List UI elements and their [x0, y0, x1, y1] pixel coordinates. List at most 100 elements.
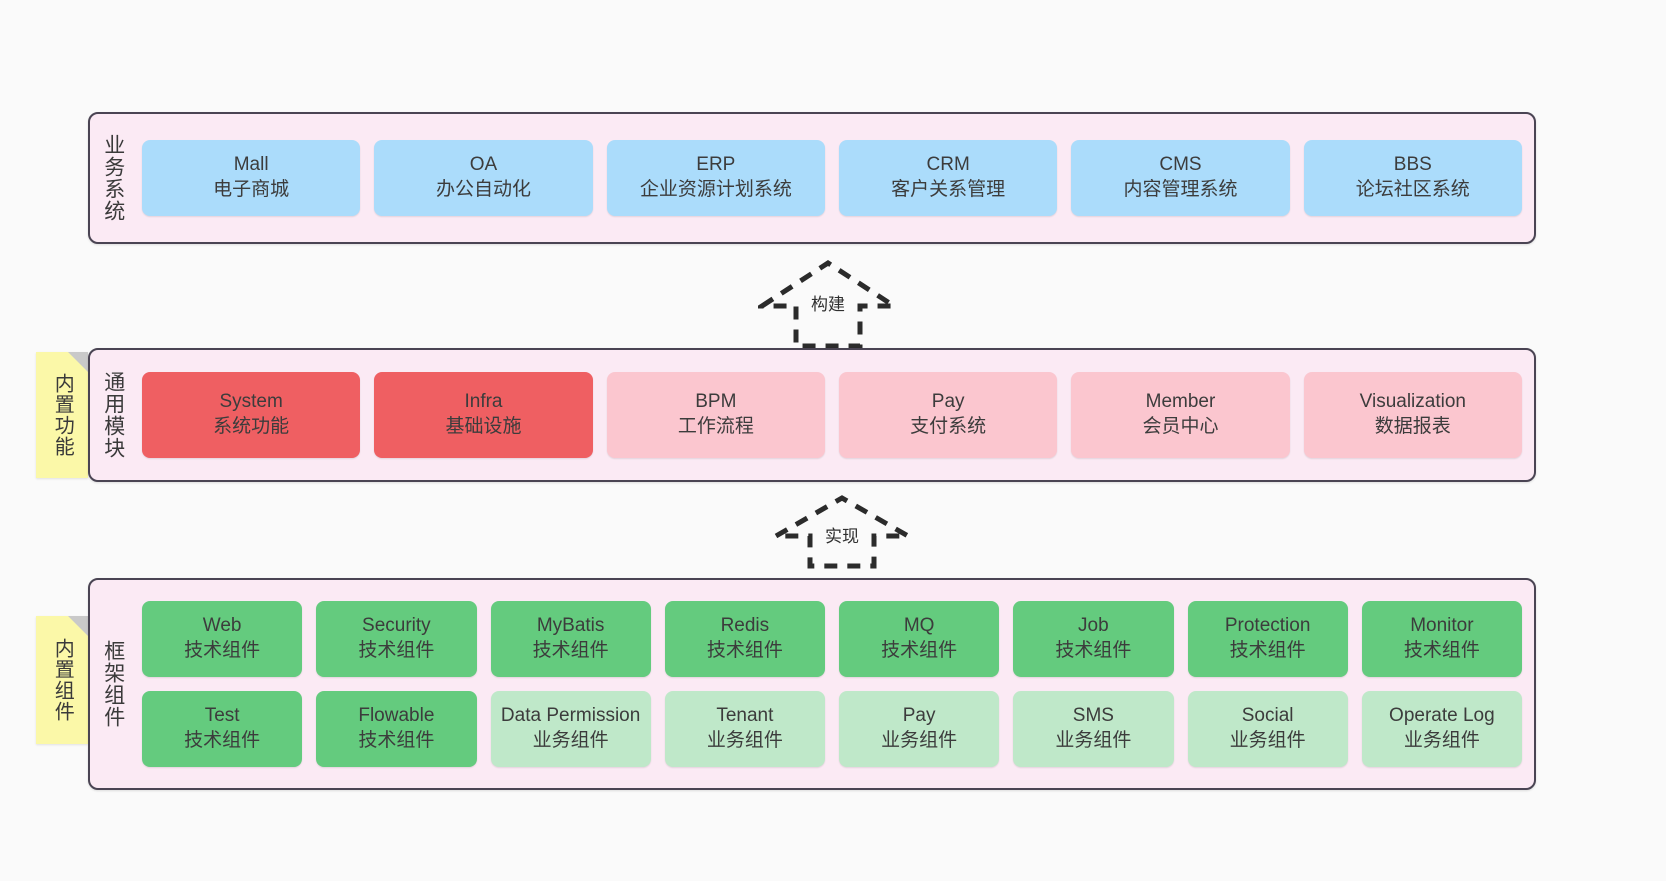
- card-subtitle: 电子商城: [213, 179, 290, 200]
- card-title: Tenant: [716, 705, 774, 727]
- card-cms[interactable]: CMS 内容管理系统: [1071, 140, 1290, 216]
- card-title: ERP: [696, 154, 736, 176]
- card-title: Flowable: [358, 705, 435, 727]
- card-operate-log[interactable]: Operate Log 业务组件: [1361, 691, 1522, 767]
- card-subtitle: 基础设施: [445, 416, 522, 437]
- card-title: Operate Log: [1389, 705, 1495, 727]
- card-title: Pay: [902, 705, 936, 727]
- card-oa[interactable]: OA 办公自动化: [374, 140, 593, 216]
- card-member[interactable]: Member 会员中心: [1071, 372, 1290, 458]
- card-subtitle: 技术组件: [1229, 640, 1306, 661]
- card-title: BPM: [695, 391, 737, 413]
- band-label-business-system: 业务系统: [101, 134, 125, 222]
- card-subtitle: 会员中心: [1142, 416, 1219, 437]
- card-subtitle: 技术组件: [358, 730, 435, 751]
- card-protection[interactable]: Protection 技术组件: [1187, 601, 1348, 677]
- framework-row-business: Test 技术组件 Flowable 技术组件 Data Permission …: [142, 691, 1522, 767]
- card-subtitle: 业务组件: [1229, 730, 1306, 751]
- card-flowable[interactable]: Flowable 技术组件: [316, 691, 477, 767]
- card-bpm[interactable]: BPM 工作流程: [606, 372, 825, 458]
- card-bbs[interactable]: BBS 论坛社区系统: [1303, 140, 1522, 216]
- card-title: Pay: [931, 391, 965, 413]
- card-data-permission[interactable]: Data Permission 业务组件: [490, 691, 651, 767]
- card-title: MyBatis: [536, 615, 605, 637]
- card-subtitle: 客户关系管理: [891, 179, 1006, 200]
- card-title: Social: [1241, 705, 1294, 727]
- card-title: Protection: [1224, 615, 1311, 637]
- card-subtitle: 业务组件: [1055, 730, 1132, 751]
- card-subtitle: 办公自动化: [435, 179, 531, 200]
- card-title: Member: [1145, 391, 1216, 413]
- implement-arrow-icon: [766, 495, 918, 569]
- card-social[interactable]: Social 业务组件: [1187, 691, 1348, 767]
- card-subtitle: 业务组件: [532, 730, 609, 751]
- card-subtitle: 技术组件: [881, 640, 958, 661]
- card-mq[interactable]: MQ 技术组件: [839, 601, 1000, 677]
- card-subtitle: 技术组件: [1055, 640, 1132, 661]
- card-mybatis[interactable]: MyBatis 技术组件: [490, 601, 651, 677]
- card-subtitle: 业务组件: [706, 730, 783, 751]
- card-subtitle: 支付系统: [910, 416, 987, 437]
- card-job[interactable]: Job 技术组件: [1013, 601, 1174, 677]
- card-title: BBS: [1393, 154, 1432, 176]
- card-title: Monitor: [1410, 615, 1474, 637]
- sticky-note-builtin-components[interactable]: 内置组件: [36, 616, 88, 744]
- card-subtitle: 技术组件: [184, 730, 261, 751]
- card-redis[interactable]: Redis 技术组件: [664, 601, 825, 677]
- card-title: System: [219, 391, 283, 413]
- build-arrow-icon: [753, 260, 903, 349]
- card-pay-component[interactable]: Pay 业务组件: [839, 691, 1000, 767]
- card-title: Visualization: [1359, 391, 1466, 413]
- band-label-framework-component: 框架组件: [101, 640, 125, 728]
- card-subtitle: 业务组件: [1403, 730, 1480, 751]
- card-title: Job: [1078, 615, 1109, 637]
- card-visualization[interactable]: Visualization 数据报表: [1303, 372, 1522, 458]
- card-subtitle: 内容管理系统: [1123, 179, 1238, 200]
- card-title: Data Permission: [500, 705, 641, 727]
- band-items-framework-component: Web 技术组件 Security 技术组件 MyBatis 技术组件 Redi…: [136, 580, 1534, 788]
- card-tenant[interactable]: Tenant 业务组件: [664, 691, 825, 767]
- card-system[interactable]: System 系统功能: [142, 372, 361, 458]
- card-subtitle: 系统功能: [213, 416, 290, 437]
- card-subtitle: 技术组件: [358, 640, 435, 661]
- card-title: SMS: [1072, 705, 1114, 727]
- card-title: CRM: [926, 154, 970, 176]
- band-items-common-module: System 系统功能 Infra 基础设施 BPM 工作流程 Pay 支付系统…: [136, 350, 1534, 480]
- band-common-module[interactable]: 通用模块 System 系统功能 Infra 基础设施 BPM 工作流程 Pay…: [88, 348, 1536, 482]
- card-crm[interactable]: CRM 客户关系管理: [838, 140, 1058, 216]
- connector-build-label: 构建: [811, 295, 845, 314]
- card-title: CMS: [1159, 154, 1202, 176]
- card-test[interactable]: Test 技术组件: [142, 691, 303, 767]
- card-subtitle: 业务组件: [881, 730, 958, 751]
- connector-build: 构建: [753, 258, 903, 350]
- band-business-system[interactable]: 业务系统 Mall 电子商城 OA 办公自动化 ERP 企业资源计划系统 CRM…: [88, 112, 1536, 244]
- card-subtitle: 技术组件: [532, 640, 609, 661]
- band-label-common-module: 通用模块: [101, 371, 125, 459]
- sticky-note-label: 内置功能: [51, 373, 74, 457]
- connector-implement: 实现: [766, 494, 918, 570]
- card-title: Web: [202, 615, 242, 637]
- card-title: Redis: [720, 615, 770, 637]
- card-title: Infra: [464, 391, 503, 413]
- band-items-business-system: Mall 电子商城 OA 办公自动化 ERP 企业资源计划系统 CRM 客户关系…: [136, 114, 1534, 242]
- card-title: Security: [362, 615, 431, 637]
- card-subtitle: 企业资源计划系统: [639, 179, 792, 200]
- sticky-note-builtin-features[interactable]: 内置功能: [36, 352, 88, 478]
- card-title: Mall: [233, 154, 269, 176]
- card-erp[interactable]: ERP 企业资源计划系统: [606, 140, 825, 216]
- card-security[interactable]: Security 技术组件: [316, 601, 477, 677]
- card-subtitle: 论坛社区系统: [1355, 179, 1470, 200]
- card-sms[interactable]: SMS 业务组件: [1013, 691, 1174, 767]
- connector-implement-label: 实现: [825, 527, 859, 546]
- card-title: OA: [469, 154, 498, 176]
- card-subtitle: 工作流程: [677, 416, 754, 437]
- card-title: MQ: [903, 615, 935, 637]
- card-monitor[interactable]: Monitor 技术组件: [1361, 601, 1522, 677]
- card-pay-module[interactable]: Pay 支付系统: [838, 372, 1058, 458]
- band-framework-component[interactable]: 框架组件 Web 技术组件 Security 技术组件 MyBatis 技术组件…: [88, 578, 1536, 790]
- card-web[interactable]: Web 技术组件: [142, 601, 303, 677]
- card-subtitle: 技术组件: [1403, 640, 1480, 661]
- card-mall[interactable]: Mall 电子商城: [142, 140, 361, 216]
- card-infra[interactable]: Infra 基础设施: [374, 372, 593, 458]
